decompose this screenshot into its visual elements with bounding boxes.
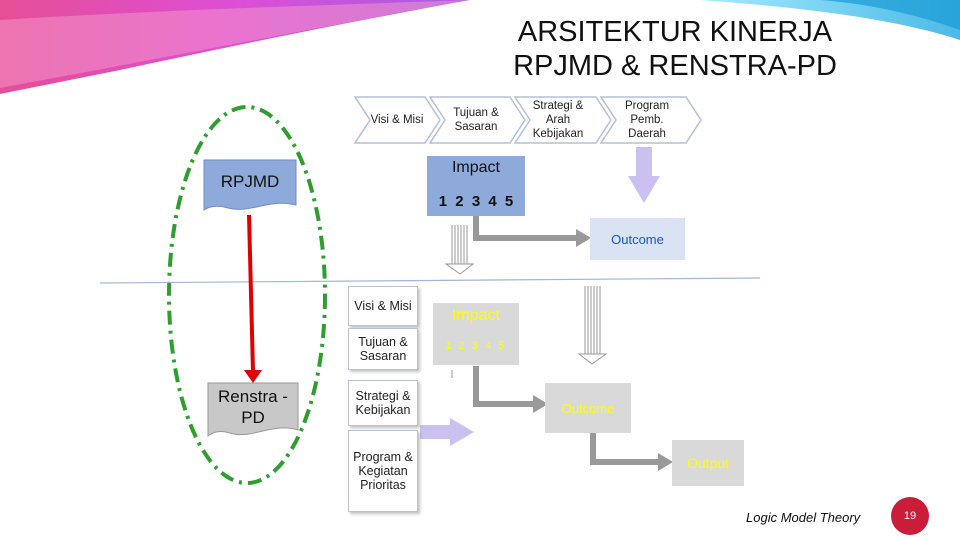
renstra-label: Renstra -PD	[218, 387, 288, 427]
slide-title: ARSITEKTUR KINERJA RPJMD & RENSTRA-PD	[470, 15, 880, 83]
rpjmd-label: RPJMD	[220, 172, 280, 191]
upper-impact-digits: 1 2 3 4 5	[438, 192, 516, 210]
chevron-shape-1	[353, 96, 441, 144]
lavender-right-arrowhead	[450, 418, 474, 446]
red-arrowhead	[244, 370, 262, 383]
renstra-box-shape	[207, 382, 299, 438]
lower-outcome-label: Outcome	[561, 400, 615, 416]
lavender-down-arrowhead	[628, 176, 660, 203]
section-divider	[99, 277, 761, 284]
output-label: Output	[686, 455, 730, 471]
title-line-2: RPJMD & RENSTRA-PD	[513, 50, 837, 82]
rpjmd-box-shape	[203, 159, 297, 211]
renstra-card-program: Program & Kegiatan Prioritas	[348, 430, 418, 512]
title-line-1: ARSITEKTUR KINERJA	[517, 16, 833, 48]
green-dashed-ellipse	[167, 105, 327, 485]
page-number: 19	[903, 510, 917, 522]
chevron-shape-2	[428, 96, 526, 144]
chevron-visi-misi: Visi & Misi	[370, 114, 424, 126]
page-number-badge	[891, 497, 929, 535]
lower-outcome-connector	[473, 366, 535, 407]
upper-outcome-connector	[473, 216, 578, 241]
output-box	[672, 440, 744, 486]
upper-impact-label: Impact	[451, 159, 500, 176]
upper-outcome-label: Outcome	[611, 231, 664, 247]
renstra-card-strategi: Strategi & Kebijakan	[348, 380, 418, 426]
chevron-shape-4	[599, 96, 702, 144]
lower-outcome-box	[545, 383, 631, 433]
chevron-shape-3	[513, 96, 612, 144]
upper-outcome-box	[590, 218, 685, 260]
upper-digits-bg	[437, 190, 517, 212]
red-arrow-line	[247, 214, 255, 373]
renstra-card-tujuan-sasaran: Tujuan & Sasaran	[348, 328, 418, 370]
upper-down-arrow	[451, 225, 468, 265]
lower-impact-digits: 1 2 3 4 5	[445, 340, 507, 352]
chevron-program-pemb: Program Pemb. Daerah	[624, 100, 670, 140]
lower-impact-label: Impact	[451, 307, 500, 324]
chevron-strategi-arah: Strategi & Arah Kebijakan	[532, 100, 584, 140]
footer-caption: Logic Model Theory	[746, 510, 861, 525]
output-connector	[590, 433, 660, 465]
outcome-down-arrow	[584, 286, 601, 355]
lower-impact-box	[433, 303, 519, 365]
chevron-tujuan-sasaran: Tujuan & Sasaran	[453, 107, 499, 133]
renstra-card-visi-misi: Visi & Misi	[348, 286, 418, 326]
